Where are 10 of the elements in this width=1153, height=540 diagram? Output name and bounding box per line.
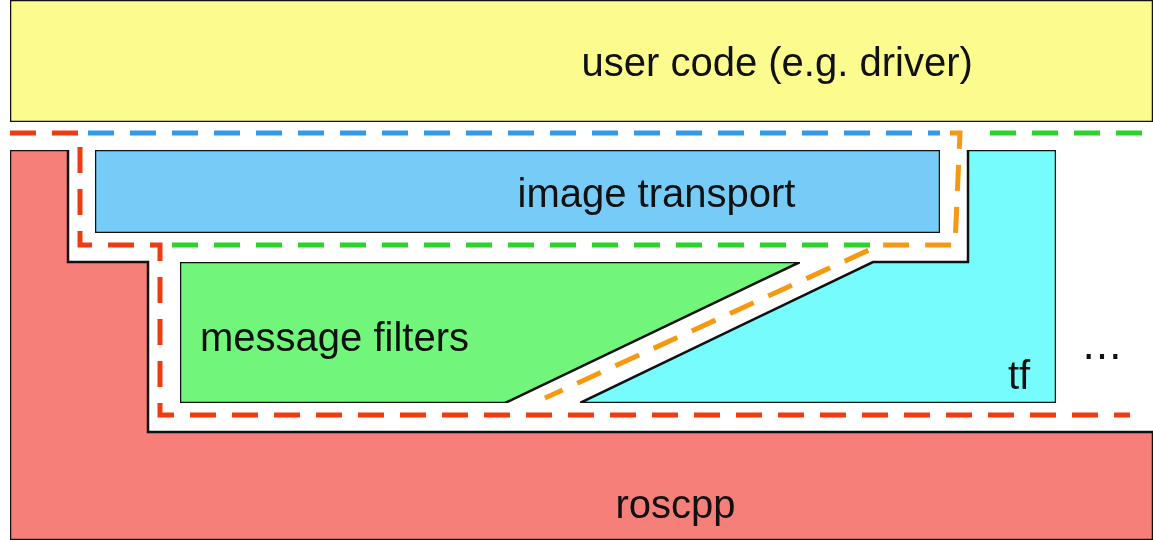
layer-block (10, 150, 1153, 540)
layer-label: user code (e.g. driver) (581, 42, 973, 82)
layer-label: image transport (517, 173, 796, 213)
layer-label: message filters (200, 317, 469, 357)
layer-label: roscpp (615, 484, 736, 524)
layer-block (180, 262, 800, 403)
layer-label: tf (1008, 355, 1031, 395)
layer-block (10, 0, 1153, 122)
layer-block (95, 150, 940, 233)
ellipsis-label: ⋯ (1082, 335, 1122, 375)
